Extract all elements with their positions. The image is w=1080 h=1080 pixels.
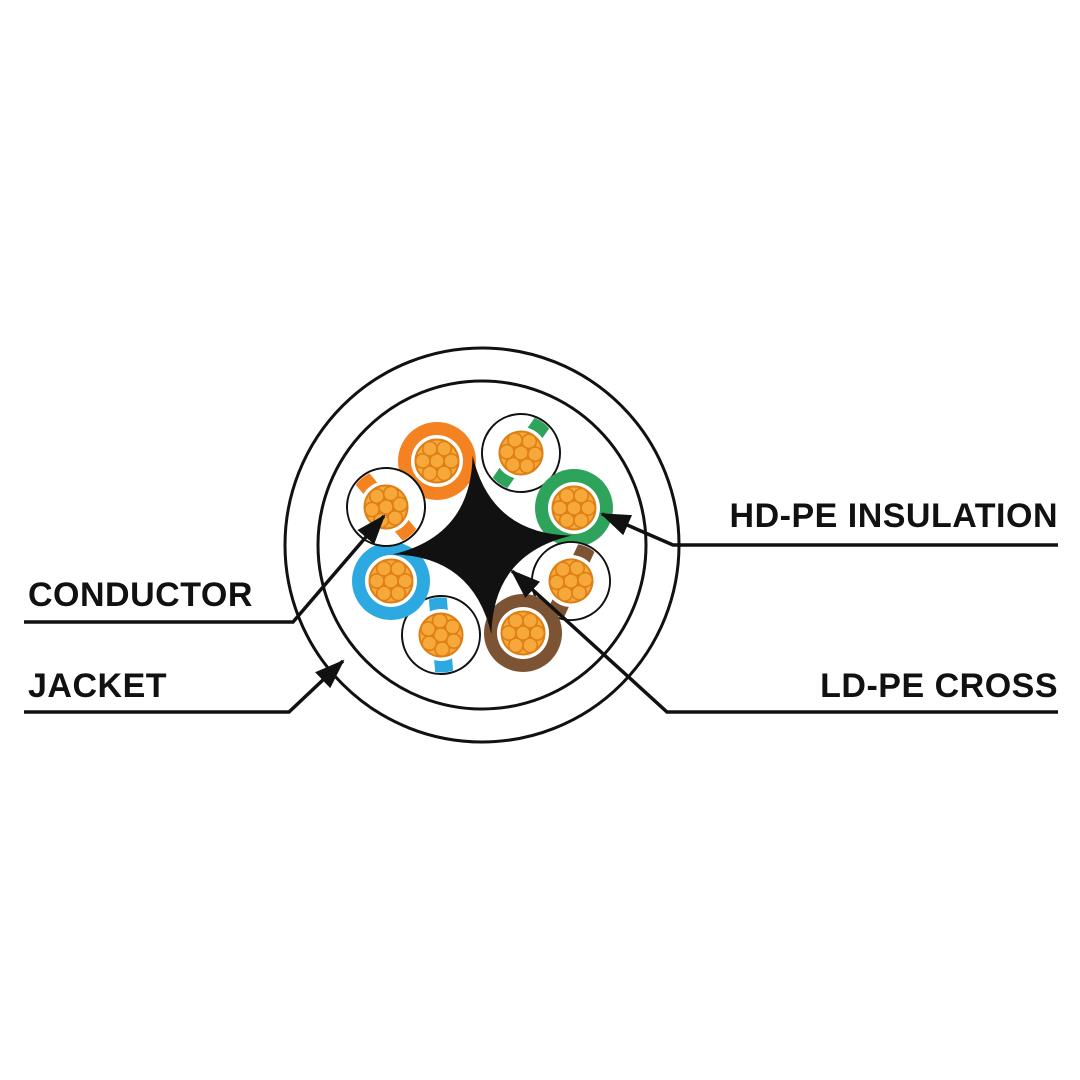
wire-solid-green (535, 469, 613, 547)
wire-striped-green (481, 413, 561, 493)
leader-line-jacket (24, 659, 345, 714)
wire-striped-blue (401, 595, 481, 675)
wire-solid-brown (484, 594, 562, 672)
leader-line-conductor (24, 514, 386, 624)
cross-shape (392, 455, 572, 635)
wire-solid-blue (352, 542, 430, 620)
wire-conductor (368, 558, 414, 604)
wire-conductor (500, 610, 546, 656)
leader-line-hdpe (600, 512, 1058, 547)
wire-solid-orange (398, 422, 476, 500)
leader-line-ldpe (510, 569, 1058, 714)
wire-conductor (551, 485, 597, 531)
label-jacket: JACKET (28, 667, 167, 705)
wire-conductor (414, 438, 460, 484)
label-hd-pe-insulation: HD-PE INSULATION (730, 497, 1058, 535)
label-ld-pe-cross: LD-PE CROSS (820, 667, 1058, 705)
wire-striped-brown (531, 541, 611, 621)
ldpe-cross-spline (392, 455, 572, 635)
label-conductor: CONDUCTOR (28, 576, 253, 614)
